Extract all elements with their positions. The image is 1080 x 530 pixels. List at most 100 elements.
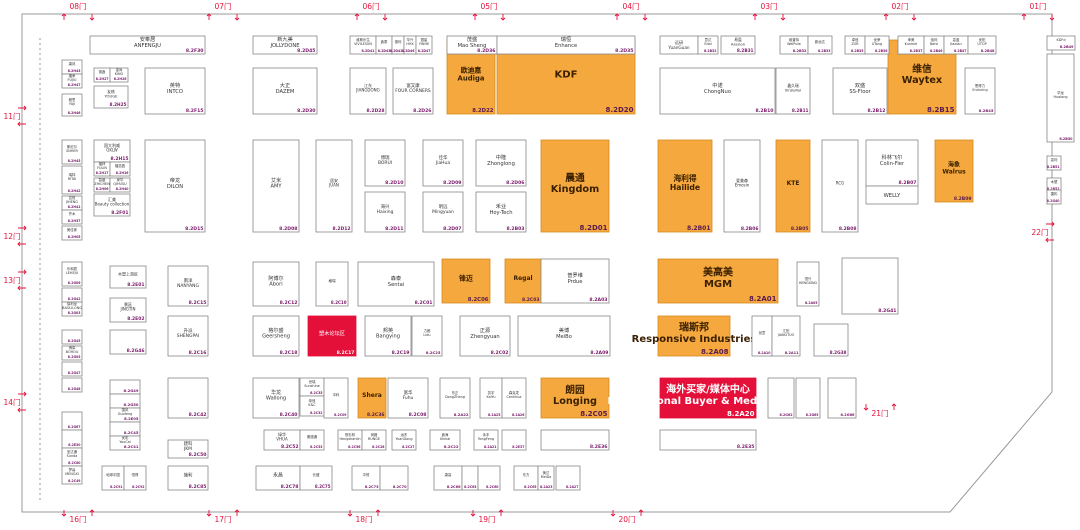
booth-8-2c65[interactable]: 东方8.2C65 (513, 465, 539, 491)
gate-08[interactable]: 08门 (61, 2, 95, 21)
booth-8-2a10[interactable]: 创意8.2A10 (751, 315, 773, 357)
booth-8-2c06[interactable]: 锋迈8.2C06 (441, 258, 491, 304)
booth-8-2g67[interactable]: 8.2G67 (61, 411, 83, 431)
booth-8-2c66[interactable]: 康高8.2C66 (433, 465, 463, 491)
gate-07[interactable]: 07门 (206, 2, 240, 21)
booth-8-2g66[interactable]: 8.2G66 (827, 377, 857, 419)
booth-8-2g50[interactable]: 8.2G50 (109, 393, 141, 409)
booth-8-2h27[interactable]: 德鑫8.2H27 (93, 67, 111, 83)
booth-8-2g65[interactable]: 8.2G65 (795, 377, 821, 419)
booth-8-2e30[interactable]: 8.2E30 (61, 429, 83, 449)
booth-8-2g42[interactable]: 8.2G42 (61, 287, 83, 303)
booth-8-2c70[interactable]: 8.2C70 (379, 465, 409, 491)
gate-21[interactable]: 21门 (863, 403, 897, 418)
booth-8-2c45[interactable]: 8.2C45 (109, 421, 141, 437)
gate-19[interactable]: 19门 (470, 509, 504, 524)
gate-20[interactable]: 20门 (610, 509, 644, 524)
booth-8-2c78[interactable]: 永昌8.2C78 (255, 465, 301, 491)
booth-8-2c63[interactable]: 8.2C63 (461, 465, 479, 491)
booth-8-2b51[interactable]: 嘉利8.2B51 (1046, 155, 1062, 171)
booth-8-2c73[interactable]: 中恒8.2C73 (351, 465, 381, 491)
gate-13[interactable]: 13门 (3, 269, 27, 291)
booth-8-2c32[interactable]: 帝冠K&C8.2C32 (299, 395, 325, 417)
gate-01[interactable]: 01门 (1021, 2, 1055, 21)
booth-8-2g46[interactable]: 8.2G46 (109, 329, 147, 355)
gate-04[interactable]: 04门 (614, 2, 648, 21)
booth-8-2e35[interactable]: 8.2E35 (659, 429, 757, 451)
booth-8-2g38[interactable]: 8.2G38 (813, 323, 849, 357)
booth-8-2c75[interactable]: 长盛8.2C75 (299, 465, 333, 491)
gate-05[interactable]: 05门 (472, 2, 506, 21)
booth-8-2e36[interactable]: 8.2E36 (540, 429, 610, 451)
booth-8-2b52[interactable]: 木塑8.2B52 (1046, 177, 1062, 193)
booth-8-2c92[interactable]: 恒得8.2C92 (123, 465, 147, 491)
gate-17[interactable]: 17门 (206, 509, 240, 524)
booth-8-2c60[interactable]: 8.2C60 (477, 465, 501, 491)
booth-8-2e37[interactable]: 8.2E37 (501, 429, 527, 451)
